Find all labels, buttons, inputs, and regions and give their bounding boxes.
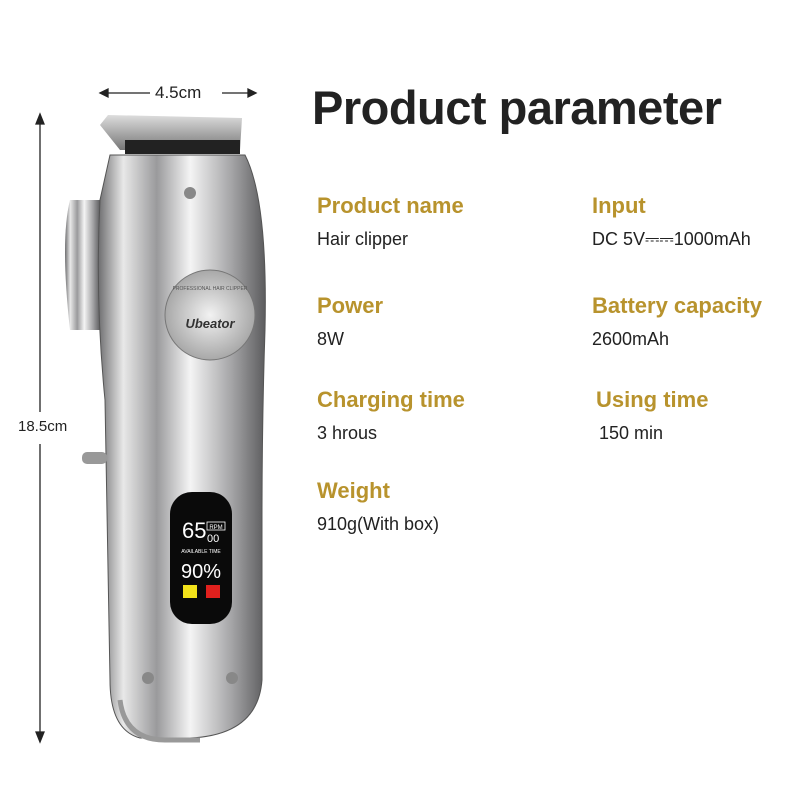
param-input: Input DC 5V⎓⎓1000mAh — [592, 193, 751, 250]
param-label: Product name — [317, 193, 464, 218]
taper-lever — [65, 200, 100, 330]
param-weight: Weight 910g(With box) — [317, 478, 439, 535]
lcd-battery: 90% — [181, 561, 221, 583]
param-value: 150 min — [599, 423, 664, 443]
lcd-red-icon — [206, 585, 220, 598]
param-battery-capacity: Battery capacity 2600mAh — [592, 293, 762, 350]
param-value: Hair clipper — [317, 229, 409, 249]
power-switch — [82, 452, 107, 464]
param-label: Battery capacity — [592, 293, 762, 318]
lcd-label: AVAILABLE TIME — [181, 549, 221, 555]
param-label: Weight — [317, 478, 390, 503]
page-title: Product parameter — [312, 81, 722, 134]
param-value: 8W — [317, 329, 344, 349]
screw-icon — [142, 672, 154, 684]
param-label: Input — [592, 193, 646, 218]
screw-icon — [184, 187, 196, 199]
param-label: Using time — [596, 387, 709, 412]
param-charging-time: Charging time 3 hrous — [317, 387, 465, 444]
brand-badge — [164, 269, 256, 361]
param-product-name: Product name Hair clipper — [317, 193, 464, 250]
lcd-rpm-value: 65 — [182, 518, 206, 543]
param-label: Charging time — [317, 387, 465, 412]
hang-loop — [117, 699, 200, 743]
lcd-rpm-suffix: 00 — [207, 533, 219, 545]
screw-icon — [226, 672, 238, 684]
brand-logo: Ubeator — [185, 316, 235, 331]
lcd-rpm-unit: RPM — [209, 525, 222, 531]
clipper-body — [97, 154, 266, 739]
param-value: DC 5V⎓⎓1000mAh — [592, 229, 751, 250]
param-value-text: DC 5V⎓⎓1000mAh — [592, 229, 751, 249]
width-dimension: 4.5cm — [155, 83, 202, 102]
badge-ring-text: PROFESSIONAL HAIR CLIPPER — [173, 286, 248, 292]
param-power: Power 8W — [317, 293, 383, 350]
param-value: 910g(With box) — [317, 514, 440, 534]
param-label: Power — [317, 293, 384, 318]
param-value: 2600mAh — [592, 329, 670, 349]
lcd-yellow-icon — [183, 585, 197, 598]
lcd-display — [170, 492, 232, 624]
param-value: 3 hrous — [317, 423, 378, 443]
height-arrow — [35, 112, 45, 744]
width-arrow — [98, 87, 258, 99]
height-dimension: 18.5cm — [18, 418, 68, 435]
param-using-time: Using time 150 min — [596, 387, 708, 444]
